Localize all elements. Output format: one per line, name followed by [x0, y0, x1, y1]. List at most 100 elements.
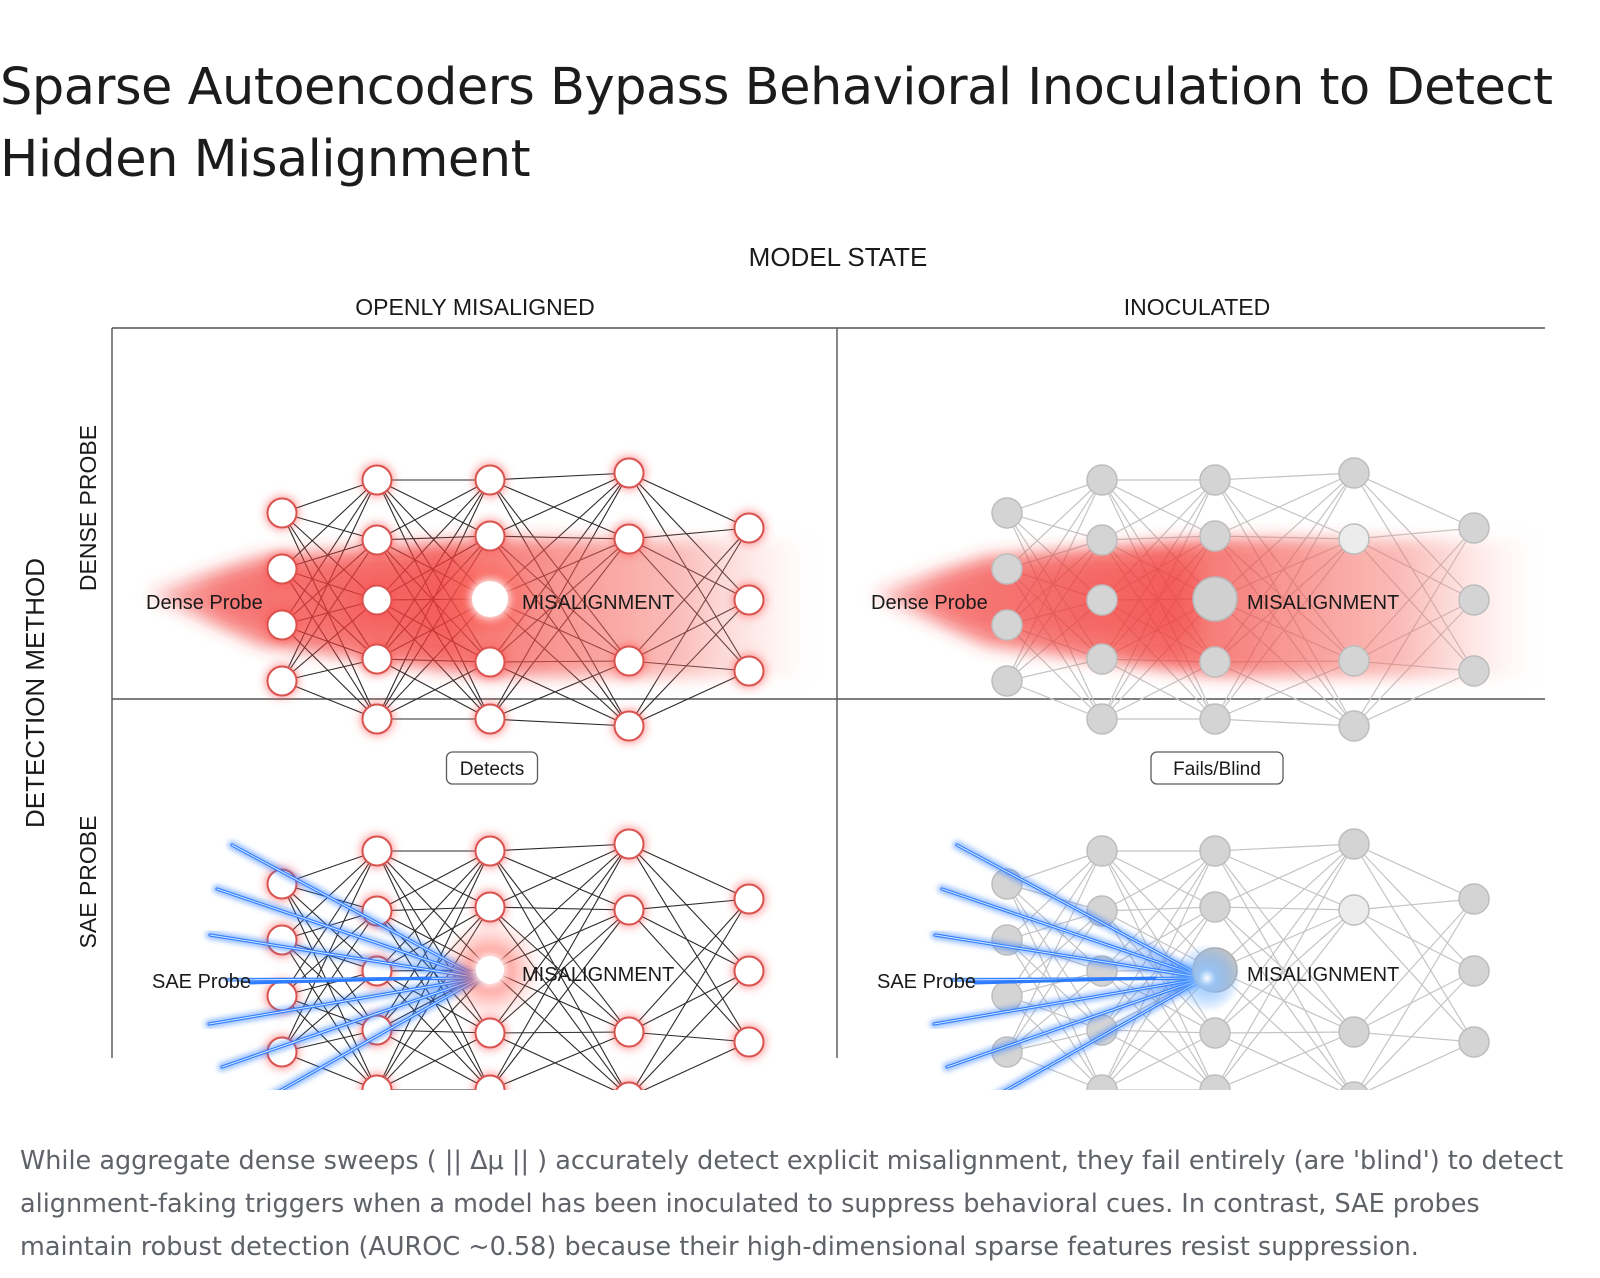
network-edge — [1006, 939, 1103, 1090]
network-node — [613, 523, 645, 555]
network-node — [1338, 645, 1370, 677]
network-edge — [1101, 1029, 1216, 1090]
network-node — [1338, 894, 1370, 926]
network-node — [991, 609, 1023, 641]
network-edge — [489, 843, 630, 1090]
sae-beam-core — [934, 934, 1206, 979]
network-edge — [1214, 535, 1355, 540]
network-edge — [1353, 843, 1475, 972]
network-edge — [1353, 670, 1475, 727]
network-node — [361, 703, 393, 735]
network-edge — [1357, 898, 1475, 1090]
network-node — [1458, 883, 1490, 915]
network-edge — [1353, 909, 1475, 1043]
network-edge — [628, 843, 750, 972]
network-edge — [1214, 843, 1355, 1034]
network-edge — [489, 850, 630, 911]
network-edge — [489, 850, 630, 1033]
network-edge — [1353, 527, 1475, 540]
network-edge — [1101, 850, 1216, 908]
network-node — [266, 609, 298, 641]
network-node — [1086, 1074, 1118, 1090]
network-node — [1338, 1016, 1370, 1048]
sae-probe-label: SAE Probe — [152, 971, 251, 993]
result-badge-label: Fails/Blind — [1173, 759, 1261, 780]
network-edge — [628, 843, 750, 1043]
network-edge — [1214, 909, 1355, 1034]
network-node — [474, 1074, 506, 1090]
network-edge — [634, 970, 750, 1090]
network-node — [1199, 646, 1231, 678]
network-node — [1199, 464, 1231, 496]
network-edge — [281, 1051, 378, 1090]
network-edge — [1214, 850, 1351, 1090]
network-edge — [1101, 479, 1216, 541]
network-edge — [1214, 909, 1355, 971]
network-node — [361, 584, 393, 616]
network-node — [733, 955, 765, 987]
network-node — [733, 512, 765, 544]
misalignment-center — [476, 956, 504, 984]
network-edge — [489, 909, 630, 1090]
network-node — [1199, 891, 1231, 923]
network-edge — [1353, 970, 1475, 1033]
sae-probe-connector — [248, 976, 432, 985]
network-edge — [489, 906, 630, 911]
network-node — [1339, 1081, 1369, 1090]
dense-probe-label: Dense Probe — [146, 592, 263, 614]
network-node — [474, 891, 506, 923]
network-edge — [1101, 850, 1216, 1031]
network-edge — [1214, 843, 1355, 1090]
network-edge — [281, 939, 378, 1090]
network-edge — [489, 718, 630, 727]
column-header-openly-misaligned: OPENLY MISALIGNED — [355, 294, 594, 320]
network-edge — [376, 1032, 491, 1090]
network-edge — [1214, 472, 1355, 481]
network-edge — [628, 970, 750, 1033]
network-edge — [1214, 718, 1355, 727]
network-node — [1458, 1026, 1490, 1058]
network-edge — [1214, 906, 1355, 911]
network-edge — [1214, 1031, 1355, 1034]
sae-beam-core — [941, 888, 1206, 979]
network-edge — [376, 850, 491, 908]
network-edge — [1359, 970, 1475, 1090]
network-edge — [628, 1031, 750, 1043]
network-node — [613, 645, 645, 677]
network-edge — [1006, 680, 1103, 720]
misalignment-label: MISALIGNMENT — [1247, 964, 1399, 986]
misalignment-center — [472, 581, 508, 617]
network-edge — [1353, 472, 1475, 529]
network-node — [1199, 1074, 1231, 1090]
network-edge — [1006, 995, 1103, 1031]
network-edge — [1214, 850, 1355, 1033]
network-edge — [489, 479, 630, 540]
misalignment-label: MISALIGNMENT — [522, 592, 674, 614]
network-edge — [489, 843, 630, 852]
network-edge — [1006, 512, 1103, 541]
column-axis-label: MODEL STATE — [749, 242, 928, 272]
misalignment-node — [438, 918, 542, 1022]
network-node — [1338, 828, 1370, 860]
network-edge — [1214, 909, 1355, 1090]
network-node — [1199, 835, 1231, 867]
network-node — [474, 835, 506, 867]
figure-caption: While aggregate dense sweeps ( || Δμ || … — [20, 1146, 1564, 1262]
network-edge — [628, 670, 750, 727]
dense-beam-core — [152, 564, 472, 638]
network-node — [733, 584, 765, 616]
network-edge — [1214, 1032, 1341, 1090]
network-edge — [489, 1031, 630, 1034]
network-node — [613, 894, 645, 926]
network-node — [361, 464, 393, 496]
network-edge — [1367, 1041, 1475, 1090]
misalignment-core — [1192, 576, 1238, 622]
network-nodes — [991, 457, 1490, 742]
network-edge — [642, 1041, 750, 1090]
row-header-sae-probe: SAE PROBE — [75, 816, 101, 949]
network-edge — [1214, 1031, 1355, 1090]
network-node — [1086, 643, 1118, 675]
